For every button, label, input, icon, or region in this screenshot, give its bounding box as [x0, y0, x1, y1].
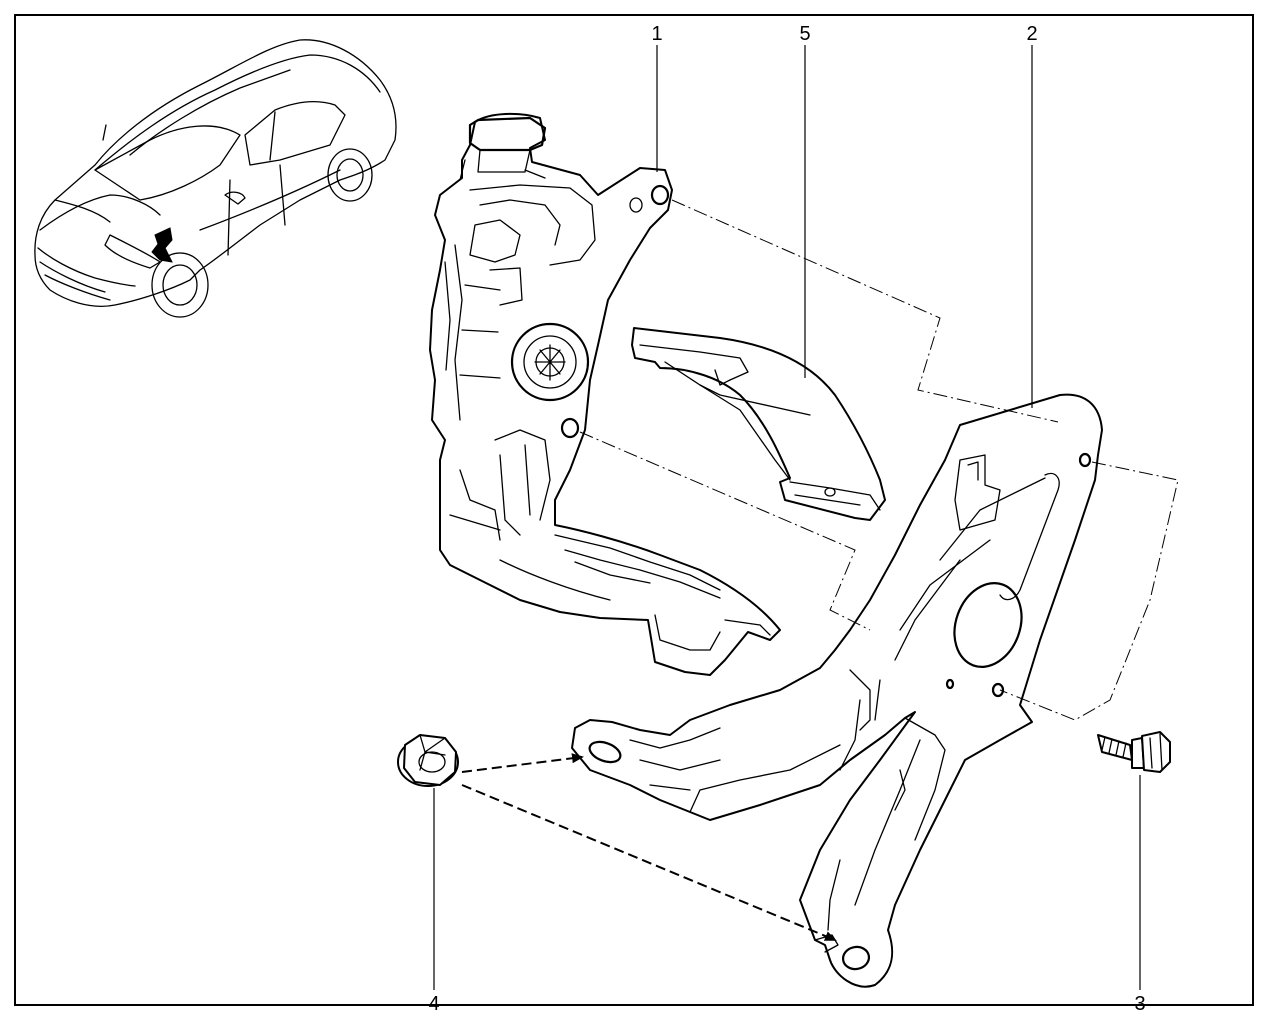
callout-1: 1: [651, 23, 662, 45]
diagram-frame: [14, 14, 1254, 1006]
callout-4: 4: [428, 993, 439, 1015]
car-locator-illustration: [34, 39, 397, 318]
mounting-bracket: [571, 393, 1103, 988]
fastener-direction-arrows: [461, 753, 837, 941]
accelerator-pedal-module: [429, 112, 781, 676]
callout-5: 5: [799, 23, 810, 45]
pedal-pad-cover: [631, 327, 886, 521]
callout-leaders: [433, 45, 1141, 990]
callout-3: 3: [1134, 993, 1145, 1015]
flange-bolt: [1097, 731, 1171, 773]
assembly-centerlines: [579, 199, 1179, 721]
callout-numbers: 1 5 2 3 4: [428, 23, 1145, 1015]
flange-nut: [397, 734, 459, 787]
callout-2: 2: [1026, 23, 1037, 45]
